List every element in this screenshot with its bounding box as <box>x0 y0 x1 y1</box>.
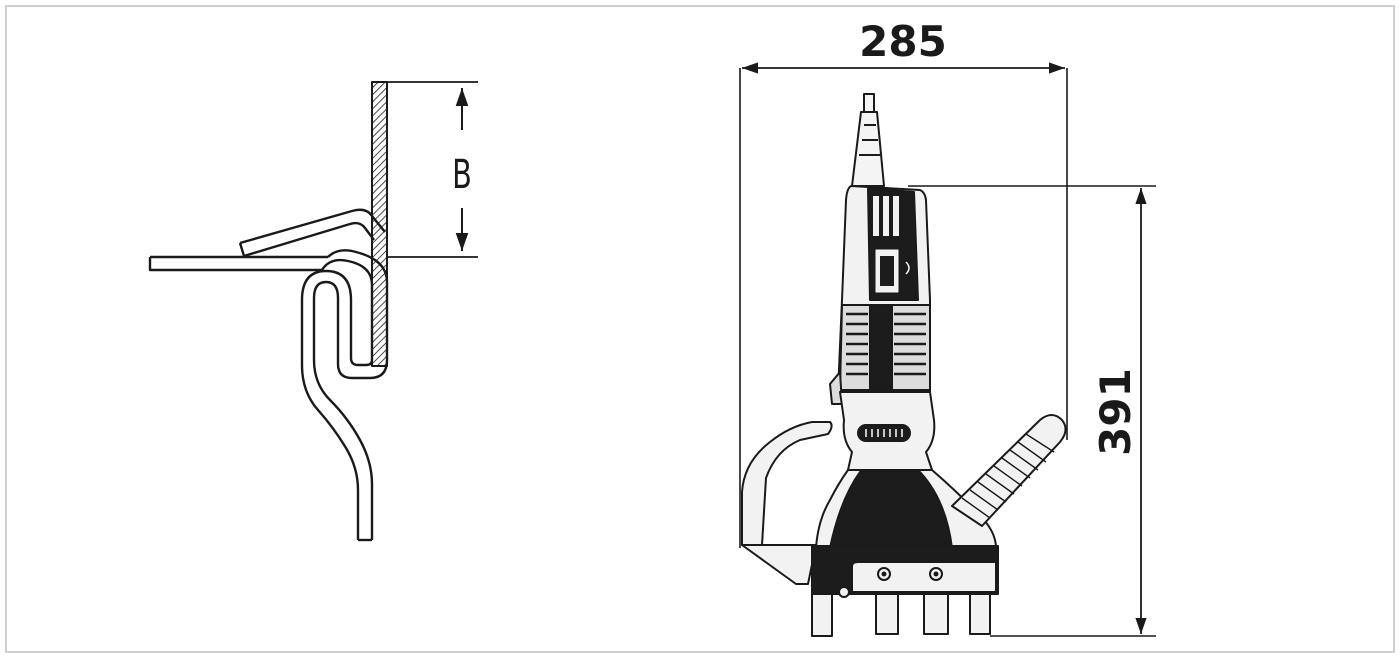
cable-tip <box>863 93 875 113</box>
roller-4 <box>969 593 991 635</box>
strain-relief <box>851 111 885 187</box>
machine-illustration <box>741 93 1067 637</box>
dust-nozzle-ribs <box>961 433 1055 519</box>
base-pivot <box>838 586 850 598</box>
flat-sheet <box>148 255 328 272</box>
guide-foot <box>741 544 817 585</box>
profile-cross-section <box>148 81 478 542</box>
hook-outer-edge <box>327 249 389 360</box>
height-label-391: 391 <box>1091 368 1140 456</box>
hook-outer-top <box>320 258 374 360</box>
grip-ribs <box>846 312 926 376</box>
speed-dial-ticks <box>865 429 903 437</box>
flap-end <box>238 242 246 257</box>
switch-mark <box>905 261 910 275</box>
base-front-panel <box>851 561 997 593</box>
inclined-flap-inner <box>243 221 375 258</box>
machine-dimensions <box>739 62 1156 637</box>
s-fold-inner <box>300 269 374 540</box>
guide-handle <box>741 421 833 546</box>
dimension-label-b: B <box>452 152 472 198</box>
dust-nozzle <box>951 414 1067 527</box>
roller-2 <box>875 593 899 635</box>
roller-1 <box>811 593 833 637</box>
drawing-frame <box>5 5 1395 653</box>
s-fold-outer <box>312 280 389 540</box>
width-label-285: 285 <box>859 17 947 66</box>
inclined-flap-outer <box>239 208 386 245</box>
roller-3 <box>923 593 949 635</box>
grip-center-band <box>869 304 893 391</box>
